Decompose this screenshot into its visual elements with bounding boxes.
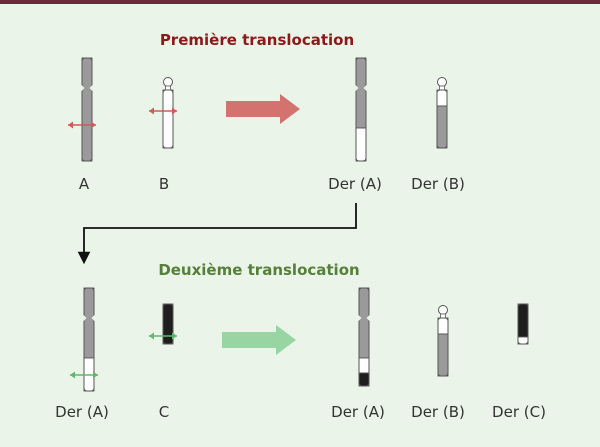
chromosome-segment-dark — [517, 303, 529, 338]
chromosome-outline — [162, 303, 174, 345]
chromosome-stalk — [439, 85, 445, 91]
chromosome-segment-white — [437, 317, 449, 335]
chromosome-der-B-final — [437, 305, 449, 377]
chromosome-segment-gray — [358, 287, 370, 359]
chromosome-segment-dark — [162, 303, 174, 345]
chromosome-segment-gray — [437, 333, 449, 377]
first-translocation-title: Première translocation — [160, 31, 354, 49]
connector-arrow — [77, 203, 357, 265]
centromere-notch — [83, 315, 95, 321]
label-A: A — [79, 175, 90, 193]
chromosome-segment-white — [162, 89, 174, 149]
label-der-A-first: Der (A) — [328, 175, 382, 193]
chromosome-outline — [358, 287, 370, 387]
chromosome-der-C-final — [517, 303, 529, 345]
label-B: B — [159, 175, 169, 193]
label-C: C — [159, 403, 169, 421]
breakpoint-marker-A — [68, 121, 96, 129]
chromosome-satellite — [438, 305, 448, 315]
chromosome-outline — [436, 89, 448, 149]
chromosome-segment-gray — [81, 57, 93, 162]
breakpoint-marker-der-A — [70, 371, 98, 379]
chromosome-segment-white — [517, 336, 529, 345]
chromosome-der-A-final — [358, 287, 370, 387]
label-der-B-first: Der (B) — [411, 175, 465, 193]
chromosome-C — [162, 303, 174, 345]
chromosome-segment-dark — [358, 372, 370, 387]
chromosome-satellite — [437, 77, 447, 87]
chromosome-outline — [83, 287, 95, 392]
second-translocation-title: Deuxième translocation — [158, 261, 359, 279]
breakpoint-marker-B — [149, 107, 177, 115]
chromosome-der-A-first — [355, 57, 367, 162]
chromosome-segment-gray — [355, 57, 367, 129]
chromosome-segment-white — [436, 89, 448, 107]
chromosome-satellite — [163, 77, 173, 87]
label-der-B-final: Der (B) — [411, 403, 465, 421]
label-der-C-final: Der (C) — [492, 403, 546, 421]
centromere-notch — [358, 315, 370, 321]
chromosome-outline — [437, 317, 449, 377]
first-translocation-arrow — [226, 94, 300, 124]
chromosome-segment-white — [358, 357, 370, 374]
chromosome-segment-white — [355, 127, 367, 162]
chromosome-stalk — [165, 85, 171, 91]
chromosome-outline — [81, 57, 93, 162]
chromosome-segment-gray — [83, 287, 95, 359]
chromosome-outline — [355, 57, 367, 162]
label-der-A-second-input: Der (A) — [55, 403, 109, 421]
breakpoint-marker-C — [149, 332, 177, 340]
centromere-notch — [81, 85, 93, 91]
top-border-bar — [0, 0, 600, 4]
chromosome-segment-gray — [436, 105, 448, 149]
label-der-A-final: Der (A) — [331, 403, 385, 421]
chromosome-outline — [162, 89, 174, 149]
chromosome-der-B-first — [436, 77, 448, 149]
chromosome-A — [81, 57, 93, 162]
chromosome-outline — [517, 303, 529, 345]
chromosome-stalk — [440, 313, 446, 319]
second-translocation-arrow — [222, 325, 296, 355]
chromosome-B — [162, 77, 174, 149]
centromere-notch — [355, 85, 367, 91]
